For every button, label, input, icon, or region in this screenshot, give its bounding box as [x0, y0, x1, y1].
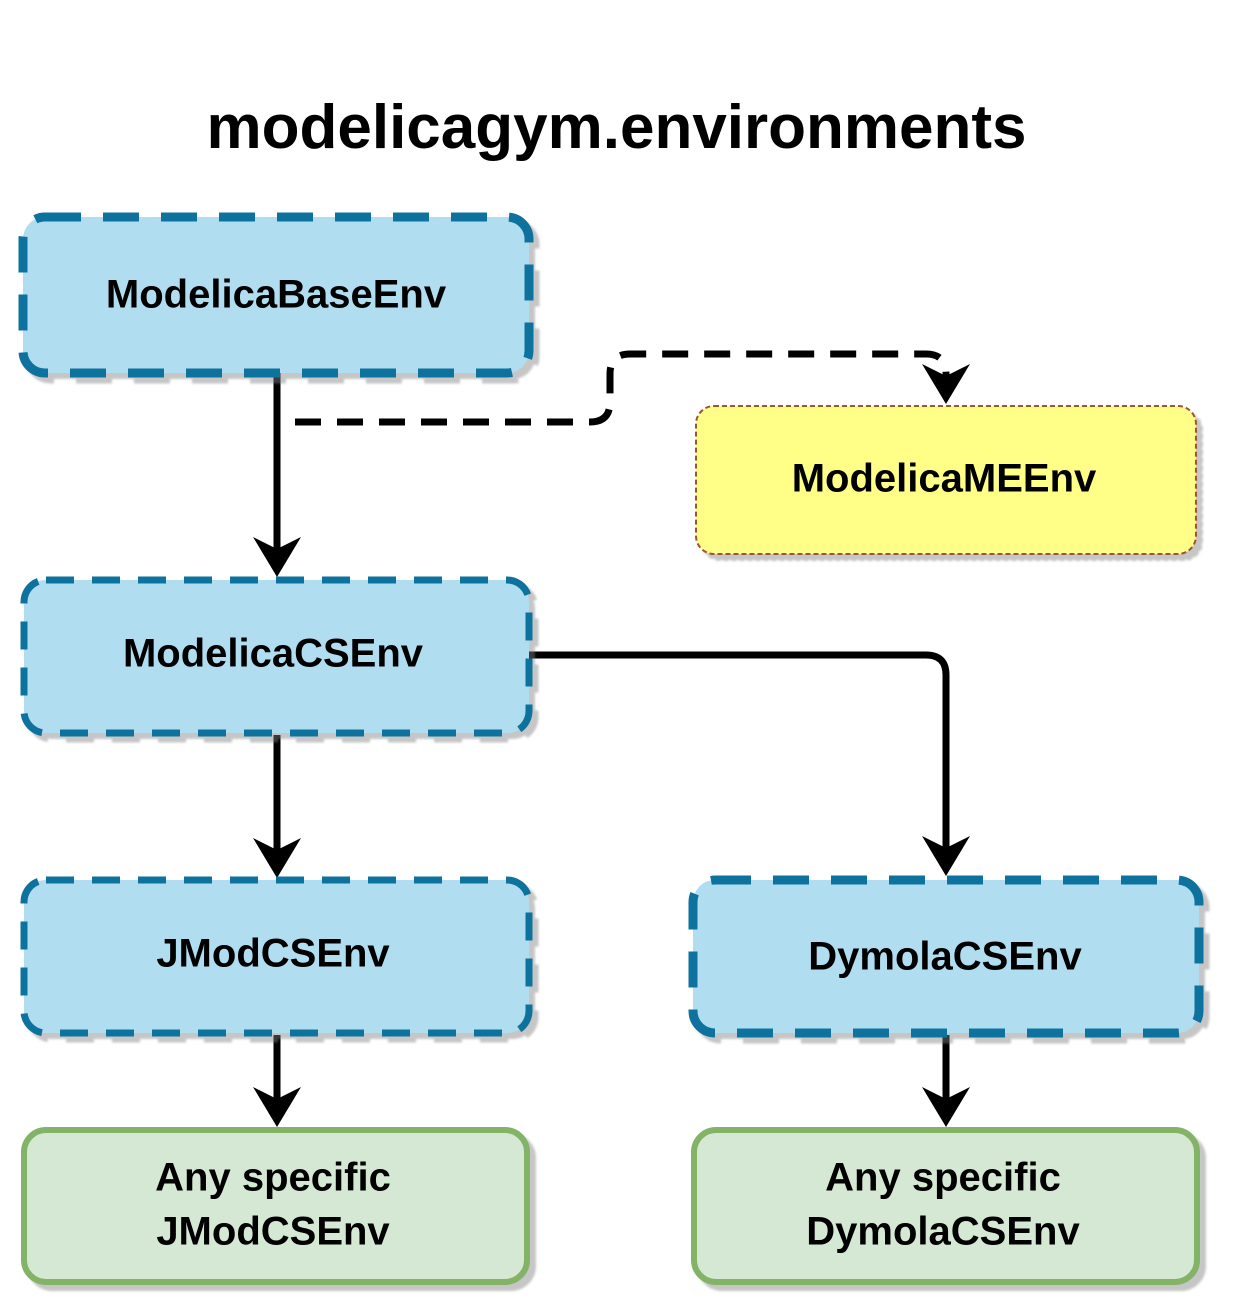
node-any-specific-dymola[interactable]: Any specific DymolaCSEnv	[691, 1127, 1200, 1285]
diagram-title: modelicagym.environments	[206, 93, 1027, 162]
node-label: DymolaCSEnv	[808, 935, 1082, 979]
edge-base-to-me	[295, 350, 970, 426]
node-label: JModCSEnv	[156, 932, 390, 976]
edge-cs-to-jmod	[253, 735, 301, 878]
node-label-line2: DymolaCSEnv	[806, 1210, 1080, 1254]
node-label-line2: JModCSEnv	[156, 1210, 390, 1254]
node-jmod-cs-env[interactable]: JModCSEnv	[20, 876, 533, 1037]
node-label: ModelicaMEEnv	[792, 457, 1097, 501]
node-label-line1: Any specific	[825, 1156, 1061, 1200]
edge-jmod-to-specific	[253, 1035, 301, 1127]
node-any-specific-jmod[interactable]: Any specific JModCSEnv	[21, 1127, 530, 1285]
node-label: ModelicaBaseEnv	[106, 273, 447, 317]
edges	[253, 350, 970, 1127]
node-label-line1: Any specific	[155, 1156, 391, 1200]
edge-dymola-to-specific	[922, 1035, 970, 1127]
node-modelica-me-env[interactable]: ModelicaMEEnv	[695, 405, 1197, 555]
node-modelica-base-env[interactable]: ModelicaBaseEnv	[18, 212, 534, 378]
node-modelica-cs-env[interactable]: ModelicaCSEnv	[20, 576, 533, 737]
edge-cs-to-dymola	[529, 651, 970, 876]
edge-base-to-cs	[253, 372, 301, 577]
node-dymola-cs-env[interactable]: DymolaCSEnv	[688, 875, 1204, 1038]
node-label: ModelicaCSEnv	[123, 632, 424, 676]
